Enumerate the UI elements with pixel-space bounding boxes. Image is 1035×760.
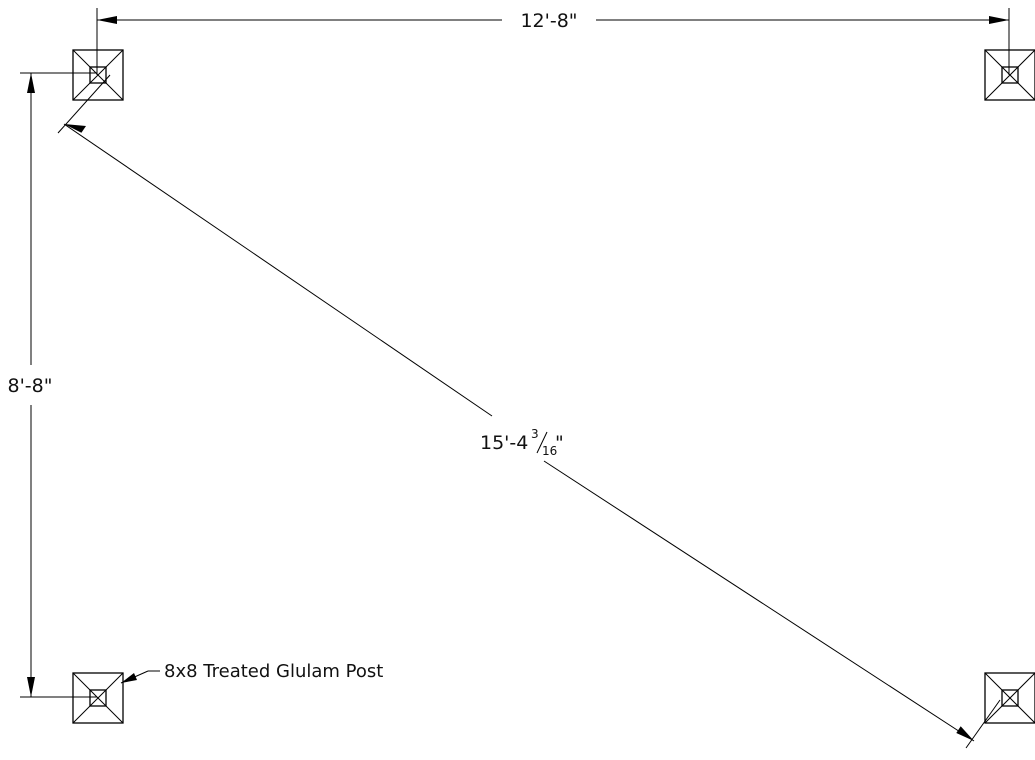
- arrowhead-top: [27, 73, 35, 93]
- diagonal-inch-mark: ": [555, 432, 564, 454]
- arrowhead-left: [97, 16, 117, 24]
- diagonal-whole: 15'-4: [480, 432, 528, 454]
- arrowhead-diagonal-top: [64, 124, 86, 133]
- post-top-left: [72, 49, 124, 101]
- diagonal-fraction-denominator: 16: [542, 444, 557, 458]
- arrowhead-diagonal-bottom: [956, 726, 974, 741]
- width-dimension-label: 12'-8": [520, 10, 577, 32]
- arrowhead-bottom: [27, 677, 35, 697]
- post-callout: 8x8 Treated Glulam Post: [120, 661, 383, 684]
- diagonal-extension-top: [57, 74, 111, 134]
- height-dimension-label: 8'-8": [8, 375, 53, 397]
- height-dimension: 8'-8": [8, 72, 97, 698]
- diagonal-fraction-numerator: 3: [531, 427, 539, 441]
- arrowhead-right: [989, 16, 1009, 24]
- diagonal-dimension-label: 15'-4 3 16 ": [480, 427, 564, 458]
- fraction-slash: [536, 431, 548, 454]
- width-dimension: 12'-8": [96, 8, 1010, 75]
- diagonal-line-lower: [543, 460, 975, 742]
- diagonal-extension-bottom: [965, 699, 1001, 749]
- callout-arrowhead: [121, 673, 137, 683]
- diagonal-line-upper: [63, 123, 493, 417]
- diagonal-dimension: 15'-4 3 16 ": [57, 74, 1001, 749]
- post-top-right: [984, 49, 1035, 101]
- callout-text: 8x8 Treated Glulam Post: [164, 661, 383, 682]
- post-bottom-left: [72, 672, 124, 724]
- post-bottom-right: [984, 672, 1035, 724]
